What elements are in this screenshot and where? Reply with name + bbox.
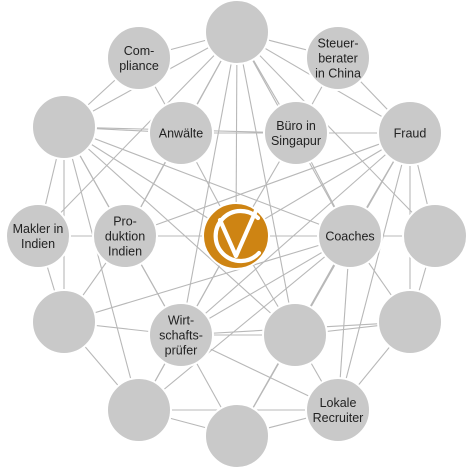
node-circle — [377, 100, 443, 166]
node-circle — [305, 25, 371, 91]
node-circle — [106, 377, 172, 443]
edge-n-coaches-n-left-lower — [63, 235, 351, 323]
node-circle — [317, 203, 383, 269]
edge-n-fraud-n-produktion — [124, 132, 411, 237]
edge-n-top-n-makler — [37, 31, 238, 237]
edge-n-fraud-n-wirtschaftspruefer — [180, 132, 411, 336]
node-left-lower — [31, 289, 97, 355]
node-circle — [305, 377, 371, 443]
edge-n-fraud-n-lokale — [337, 132, 411, 411]
node-label: schafts- — [159, 329, 203, 343]
node-label: Anwälte — [159, 127, 204, 141]
node-right-lower — [377, 289, 443, 355]
node-wirtschaftspruefer: Wirt-schafts-prüfer — [148, 302, 214, 368]
node-label: Makler in — [13, 222, 64, 236]
node-circle — [148, 302, 214, 368]
node-circle — [148, 100, 214, 166]
node-label: pliance — [119, 59, 159, 73]
node-label: Pro- — [113, 215, 137, 229]
node-bottom — [204, 403, 270, 469]
node-label: Lokale — [320, 396, 357, 410]
node-circle — [204, 403, 270, 469]
node-label: Indien — [21, 237, 55, 251]
node-label: in China — [315, 67, 361, 81]
center-node — [202, 202, 270, 270]
node-label: Recruiter — [313, 411, 364, 425]
edge-n-top-center — [235, 31, 238, 237]
node-label: duktion — [105, 230, 145, 244]
node-label: Büro in — [276, 119, 316, 133]
node-label: berater — [318, 52, 358, 66]
node-label: Steuer- — [318, 37, 359, 51]
node-circle — [106, 25, 172, 91]
node-label: Wirt- — [168, 314, 194, 328]
node-coaches: Coaches — [317, 203, 383, 269]
node-label: Com- — [124, 44, 155, 58]
node-fraud: Fraud — [377, 100, 443, 166]
node-circle — [31, 289, 97, 355]
edge-n-coaches-n-bottom-left — [138, 235, 351, 411]
edge-n-left-upper-n-center-lower — [63, 126, 296, 336]
node-top — [204, 0, 270, 65]
edge-n-top-n-right-mid — [236, 31, 436, 237]
node-label: Indien — [108, 245, 142, 259]
node-label: Singapur — [271, 134, 321, 148]
node-label: Coaches — [325, 230, 374, 244]
node-circle — [402, 203, 468, 269]
node-anwaelte: Anwälte — [148, 100, 214, 166]
node-circle — [263, 100, 329, 166]
node-circle — [377, 289, 443, 355]
node-circle — [5, 203, 71, 269]
node-center-lower — [262, 302, 328, 368]
node-circle — [92, 203, 158, 269]
cv-monogram-icon — [213, 203, 262, 264]
node-circle — [31, 94, 97, 160]
node-circle — [204, 0, 270, 65]
node-circle — [262, 302, 328, 368]
node-bottom-left — [106, 377, 172, 443]
node-left-upper — [31, 94, 97, 160]
node-right-mid — [402, 203, 468, 269]
node-label: Fraud — [394, 127, 427, 141]
node-label: prüfer — [165, 344, 198, 358]
node-compliance: Com-pliance — [106, 25, 172, 91]
edge-n-top-n-wirtschaftspruefer — [180, 31, 238, 336]
